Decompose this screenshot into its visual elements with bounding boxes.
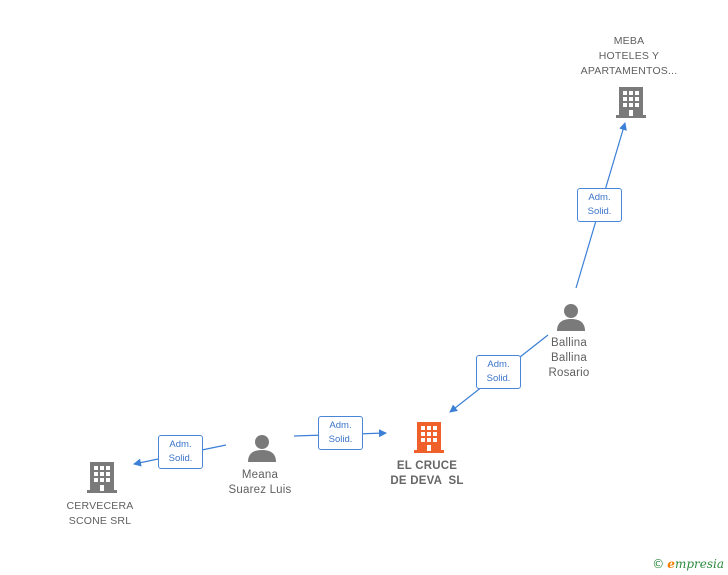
brand-name: mpresia <box>674 557 724 571</box>
node-label-line: CERVECERA <box>66 500 134 512</box>
brand-initial: e <box>667 557 675 571</box>
node-label-el-cruce[interactable]: EL CRUCE DE DEVA SL <box>377 459 477 489</box>
copyright-symbol: © <box>652 557 665 571</box>
node-label-line: Ballina <box>551 337 587 349</box>
node-label-ballina[interactable]: Ballina Ballina Rosario <box>529 336 609 381</box>
brand-footer[interactable]: ©empresia <box>652 557 724 571</box>
edge-label-meana-cervecera: Adm. Solid. <box>158 435 203 469</box>
edge-label-line: Adm. <box>588 192 611 203</box>
edge-label-ballina-el-cruce: Adm. Solid. <box>476 355 521 389</box>
edge-label-line: Adm. <box>169 439 192 450</box>
node-label-line: SCONE SRL <box>68 515 132 527</box>
building-icon[interactable] <box>614 85 648 119</box>
person-icon[interactable] <box>555 302 587 332</box>
edge-label-line: Solid. <box>328 434 353 445</box>
building-icon[interactable] <box>85 460 119 494</box>
node-label-line: DE DEVA SL <box>390 475 464 487</box>
node-label-line: HOTELES Y <box>598 50 660 62</box>
node-label-line: Rosario <box>548 367 590 379</box>
node-label-line: Suarez Luis <box>228 484 292 496</box>
edge-label-line: Adm. <box>329 420 352 431</box>
node-label-line: MEBA <box>613 35 645 47</box>
node-label-line: EL CRUCE <box>396 460 458 472</box>
node-label-line: Meana <box>241 469 279 481</box>
node-label-line: Ballina <box>551 352 587 364</box>
node-label-meana[interactable]: Meana Suarez Luis <box>210 468 310 498</box>
edge-label-meana-el-cruce: Adm. Solid. <box>318 416 363 450</box>
edge-label-line: Solid. <box>168 453 193 464</box>
node-label-cervecera[interactable]: CERVECERA SCONE SRL <box>50 499 150 529</box>
edge-label-line: Solid. <box>486 373 511 384</box>
node-label-meba[interactable]: MEBA HOTELES Y APARTAMENTOS... <box>564 34 694 79</box>
edge-label-line: Adm. <box>487 359 510 370</box>
edge-label-ballina-meba: Adm. Solid. <box>577 188 622 222</box>
node-label-line: APARTAMENTOS... <box>580 65 678 77</box>
edge-label-line: Solid. <box>587 206 612 217</box>
building-icon[interactable] <box>412 420 446 454</box>
person-icon[interactable] <box>246 433 278 463</box>
